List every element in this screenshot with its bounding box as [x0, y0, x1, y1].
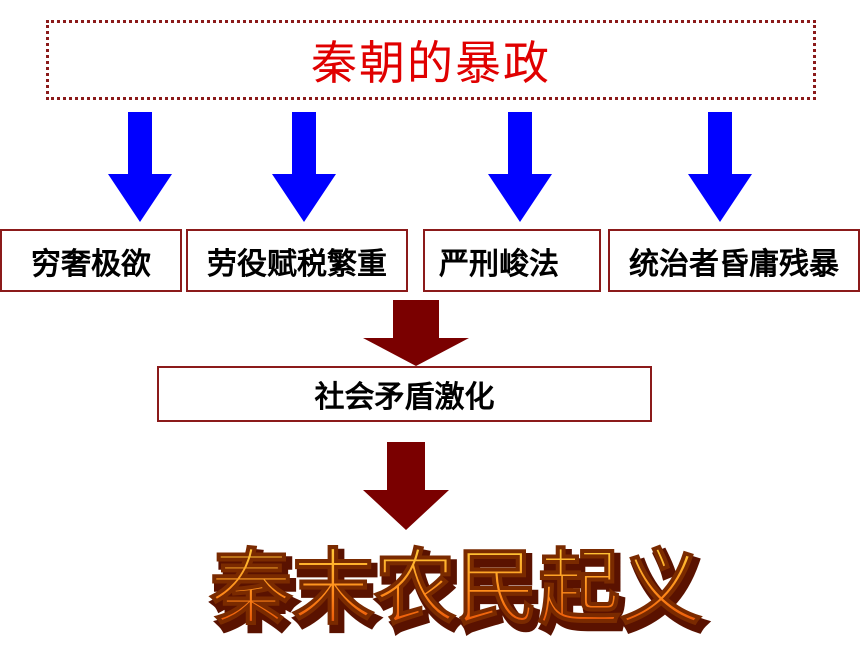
- blue-arrow-3: [488, 112, 552, 222]
- result-wordart: 秦末农民起义 秦末农民起义: [208, 540, 709, 638]
- title-text: 秦朝的暴政: [311, 36, 551, 90]
- cause-box-4: 统治者昏庸残暴: [608, 229, 860, 292]
- dark-red-arrow-1: [363, 300, 469, 366]
- result-text: 秦末农民起义: [209, 541, 702, 636]
- cause-label-1: 穷奢极欲: [31, 246, 151, 282]
- blue-arrow-4: [688, 112, 752, 222]
- consequence-label: 社会矛盾激化: [314, 380, 495, 415]
- consequence-box: 社会矛盾激化: [157, 366, 652, 422]
- cause-label-2: 劳役赋税繁重: [207, 246, 387, 282]
- cause-box-3: 严刑峻法: [423, 229, 601, 292]
- title-box: 秦朝的暴政: [46, 20, 816, 100]
- cause-label-4: 统治者昏庸残暴: [629, 246, 839, 282]
- blue-arrow-2: [272, 112, 336, 222]
- cause-label-3: 严刑峻法: [439, 246, 559, 282]
- cause-box-1: 穷奢极欲: [0, 229, 182, 292]
- dark-red-arrow-2: [363, 442, 449, 530]
- result-shadow: 秦末农民起义: [213, 547, 706, 638]
- blue-arrow-1: [108, 112, 172, 222]
- cause-box-2: 劳役赋税繁重: [186, 229, 408, 292]
